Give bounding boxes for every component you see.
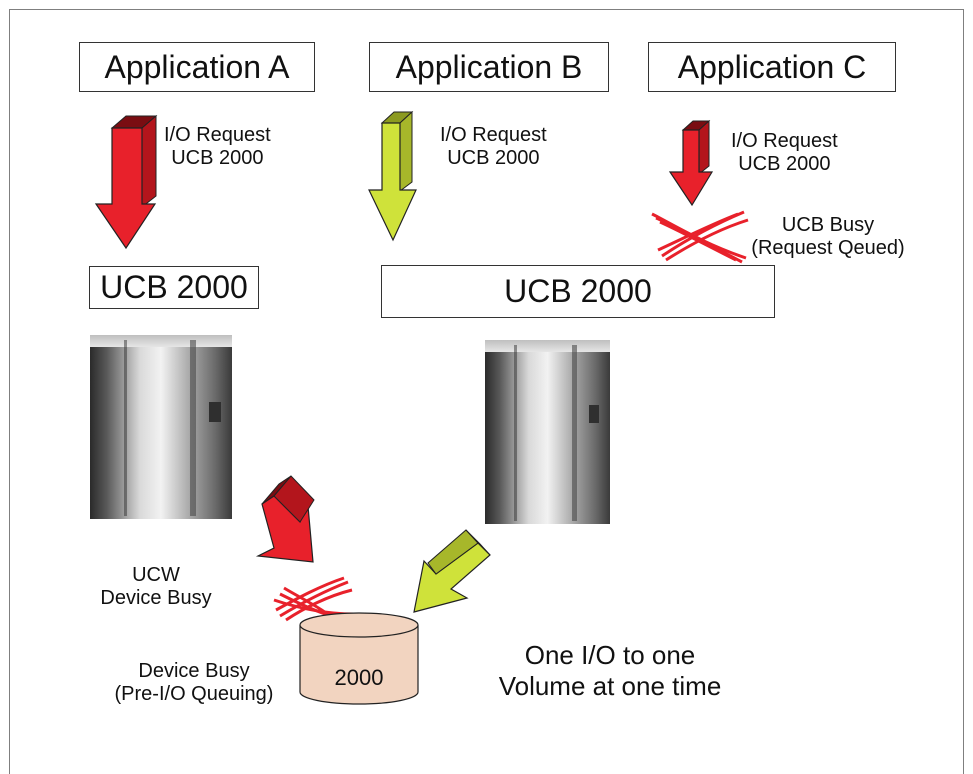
device-busy-line2: (Pre-I/O Queuing) <box>114 683 274 705</box>
request-c-line1: I/O Request <box>731 130 838 152</box>
ucb-busy-line2: (Request Qeued) <box>751 237 905 259</box>
request-c-label: I/O Request UCB 2000 <box>731 130 838 176</box>
request-a-line2: UCB 2000 <box>171 147 264 169</box>
diagram-frame <box>9 9 964 774</box>
ucb-busy-label: UCB Busy (Request Qeued) <box>732 214 924 260</box>
request-a-line1: I/O Request <box>164 124 271 146</box>
down-arrow-c-icon <box>668 119 714 207</box>
down-arrow-b-icon <box>368 110 417 242</box>
ucb-busy-line1: UCB Busy <box>781 214 875 236</box>
device-busy-label: Device Busy (Pre-I/O Queuing) <box>94 660 294 706</box>
ucb-box-a: UCB 2000 <box>89 266 259 309</box>
ucw-busy-line1: UCW <box>132 564 180 586</box>
ucw-busy-line2: Device Busy <box>100 587 212 609</box>
device-busy-line1: Device Busy <box>138 660 250 682</box>
volume-cylinder-icon <box>299 612 419 705</box>
summary-line1: One I/O to one <box>524 640 696 670</box>
request-b-line1: I/O Request <box>440 124 547 146</box>
summary-line2: Volume at one time <box>498 671 722 701</box>
application-b-box: Application B <box>369 42 609 92</box>
diagonal-arrow-red-icon <box>255 475 315 563</box>
summary-text: One I/O to one Volume at one time <box>470 640 750 702</box>
down-arrow-a-icon <box>94 114 158 250</box>
storage-cabinet-right-icon <box>485 340 610 524</box>
ucb-busy-cross-icon <box>651 210 749 264</box>
request-b-label: I/O Request UCB 2000 <box>440 124 547 170</box>
ucb-box-shared: UCB 2000 <box>381 265 775 318</box>
request-a-label: I/O Request UCB 2000 <box>164 124 271 170</box>
diagonal-arrow-green-icon <box>413 529 491 613</box>
request-b-line2: UCB 2000 <box>447 147 540 169</box>
storage-cabinet-left-icon <box>90 335 232 519</box>
volume-label: 2000 <box>334 665 384 690</box>
application-c-box: Application C <box>648 42 896 92</box>
ucw-busy-label: UCW Device Busy <box>90 564 222 610</box>
application-a-box: Application A <box>79 42 315 92</box>
request-c-line2: UCB 2000 <box>738 153 831 175</box>
